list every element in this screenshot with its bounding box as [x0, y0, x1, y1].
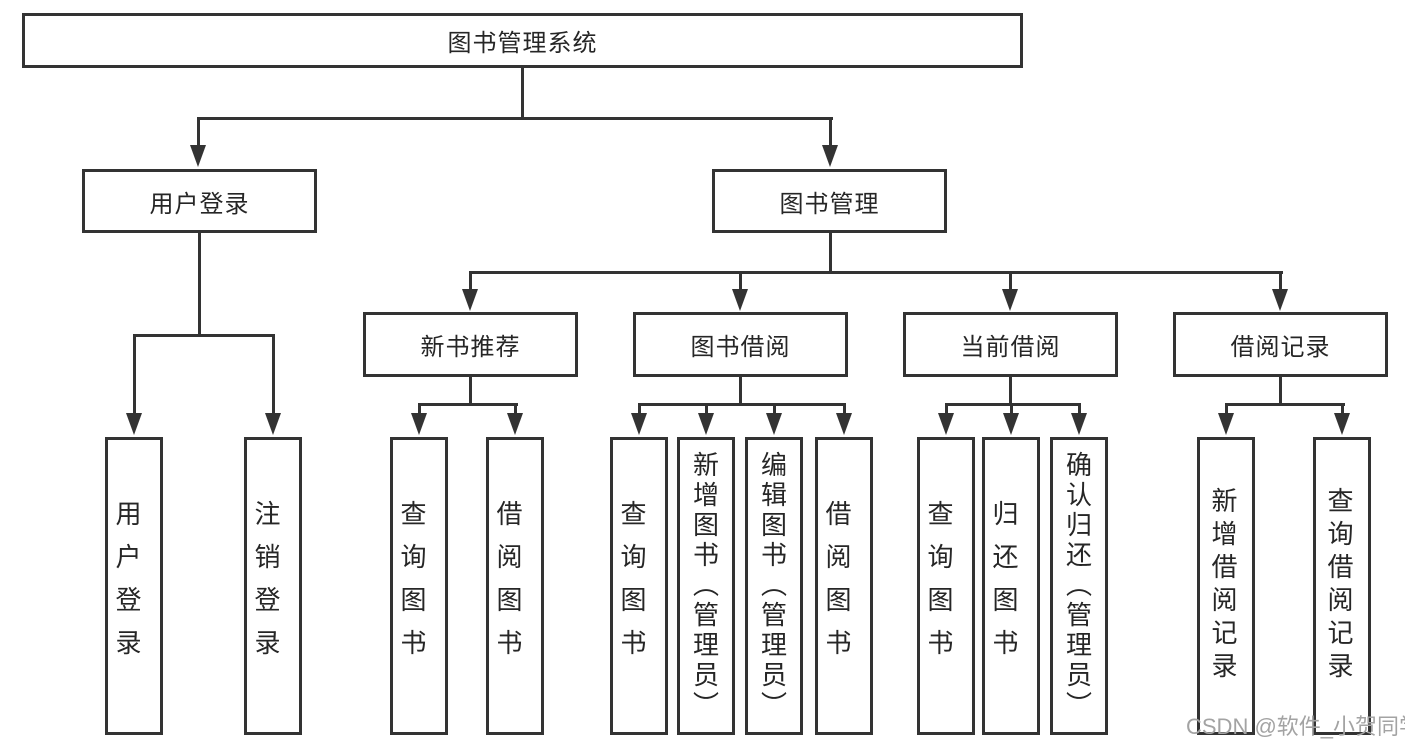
leaf-confirm-return-admin: 确认归还（管理员）: [1050, 437, 1108, 735]
arrowhead-to-book-borrowing: [732, 289, 748, 311]
connector-borrowing-hline: [638, 403, 846, 406]
leaf-borrow-books-under-recommend: 借阅图书: [486, 437, 544, 735]
leaf-borrow-books-under-borrowing: 借阅图书: [815, 437, 873, 735]
connector-new-book-stub: [469, 377, 472, 406]
connector-root-hline: [197, 117, 833, 120]
arrowhead-to-leaf-confirm-return: [1071, 413, 1087, 435]
leaf-query-borrow-record: 查询借阅记录: [1313, 437, 1371, 735]
connector-new-book-drop-1: [418, 403, 421, 413]
connector-records-drop-2: [1341, 403, 1344, 413]
connector-book-mgmt-stub: [829, 233, 832, 274]
leaf-query-books-under-recommend: 查询图书: [390, 437, 448, 735]
connector-current-stub: [1009, 377, 1012, 406]
connector-current-drop-2: [1010, 403, 1013, 413]
leaf-add-books-admin: 新增图书（管理员）: [677, 437, 735, 735]
connector-user-login-hline: [133, 334, 275, 337]
arrowhead-to-leaf-return-books: [1003, 413, 1019, 435]
arrowhead-to-user-login: [190, 145, 206, 167]
node-book-management-branch-label: 图书管理: [779, 190, 880, 218]
connector-user-login-stub: [198, 233, 201, 335]
arrowhead-to-leaf-query-books-3: [938, 413, 954, 435]
arrowhead-to-leaf-query-books-2: [631, 413, 647, 435]
connector-new-book-drop-2: [514, 403, 517, 413]
arrowhead-to-book-management: [822, 145, 838, 167]
leaf-edit-books-admin: 编辑图书（管理员）: [745, 437, 803, 735]
connector-new-book-hline: [418, 403, 518, 406]
connector-current-drop-1: [945, 403, 948, 413]
arrowhead-to-leaf-query-record: [1334, 413, 1350, 435]
leaf-add-borrow-record: 新增借阅记录: [1197, 437, 1255, 735]
node-book-borrowing: 图书借阅: [633, 312, 848, 377]
node-user-login-branch: 用户登录: [82, 169, 317, 233]
arrowhead-to-leaf-user-login: [126, 413, 142, 435]
leaf-borrow-books-2-label: 借阅图书: [822, 500, 852, 672]
leaf-query-borrow-record-label: 查询借阅记录: [1324, 487, 1354, 685]
connector-root-left-drop: [197, 117, 200, 145]
connector-borrowing-stub: [739, 377, 742, 406]
node-book-borrowing-label: 图书借阅: [690, 334, 791, 361]
connector-records-hline: [1225, 403, 1345, 406]
leaf-borrow-books-1-label: 借阅图书: [493, 500, 523, 672]
node-current-borrowing: 当前借阅: [903, 312, 1118, 377]
arrowhead-to-leaf-query-books-1: [411, 413, 427, 435]
leaf-query-books-1-label: 查询图书: [397, 500, 427, 672]
connector-records-stub: [1279, 377, 1282, 406]
node-root-library-management-system: 图书管理系统: [22, 13, 1023, 68]
connector-borrowing-drop-4: [843, 403, 846, 413]
connector-book-mgmt-hline: [469, 271, 1283, 274]
leaf-logout-label: 注销登录: [251, 500, 281, 672]
leaf-add-borrow-record-label: 新增借阅记录: [1208, 487, 1238, 685]
arrowhead-to-leaf-borrow-books-2: [836, 413, 852, 435]
leaf-user-login-label: 用户登录: [112, 500, 142, 672]
node-current-borrowing-label: 当前借阅: [960, 334, 1061, 361]
arrowhead-to-leaf-logout: [265, 413, 281, 435]
arrowhead-to-leaf-edit-books: [766, 413, 782, 435]
leaf-edit-books-admin-label: 编辑图书（管理员）: [757, 451, 788, 721]
node-new-book-recommend-label: 新书推荐: [420, 334, 521, 361]
node-book-management-branch: 图书管理: [712, 169, 947, 233]
connector-book-mgmt-drop-3: [1009, 271, 1012, 289]
connector-borrowing-drop-3: [773, 403, 776, 413]
leaf-return-books: 归还图书: [982, 437, 1040, 735]
arrowhead-to-new-book-recommend: [462, 289, 478, 311]
leaf-return-books-label: 归还图书: [989, 500, 1019, 672]
connector-current-hline: [945, 403, 1081, 406]
arrowhead-to-leaf-add-books: [698, 413, 714, 435]
connector-current-drop-3: [1078, 403, 1081, 413]
node-user-login-branch-label: 用户登录: [149, 190, 250, 218]
leaf-query-books-3-label: 查询图书: [924, 500, 954, 672]
connector-user-login-drop-2: [272, 334, 275, 413]
leaf-query-books-2-label: 查询图书: [617, 500, 647, 672]
connector-root-stub: [521, 68, 524, 118]
connector-book-mgmt-drop-4: [1279, 271, 1282, 289]
arrowhead-to-borrowing-records: [1272, 289, 1288, 311]
connector-root-right-drop: [829, 117, 832, 145]
node-new-book-recommend: 新书推荐: [363, 312, 578, 377]
leaf-query-books-under-borrowing: 查询图书: [610, 437, 668, 735]
leaf-logout: 注销登录: [244, 437, 302, 735]
connector-borrowing-drop-1: [638, 403, 641, 413]
connector-records-drop-1: [1225, 403, 1228, 413]
arrowhead-to-leaf-add-record: [1218, 413, 1234, 435]
csdn-watermark: CSDN @软件_小贺同学: [1186, 714, 1405, 739]
leaf-add-books-admin-label: 新增图书（管理员）: [689, 451, 720, 721]
leaf-query-books-under-current: 查询图书: [917, 437, 975, 735]
arrowhead-to-leaf-borrow-books-1: [507, 413, 523, 435]
leaf-user-login: 用户登录: [105, 437, 163, 735]
node-root-label: 图书管理系统: [447, 30, 598, 57]
leaf-confirm-return-admin-label: 确认归还（管理员）: [1062, 451, 1093, 721]
connector-borrowing-drop-2: [705, 403, 708, 413]
node-borrowing-records: 借阅记录: [1173, 312, 1388, 377]
connector-book-mgmt-drop-2: [739, 271, 742, 289]
node-borrowing-records-label: 借阅记录: [1230, 334, 1331, 361]
connector-book-mgmt-drop-1: [469, 271, 472, 289]
connector-user-login-drop-1: [133, 334, 136, 413]
arrowhead-to-current-borrowing: [1002, 289, 1018, 311]
